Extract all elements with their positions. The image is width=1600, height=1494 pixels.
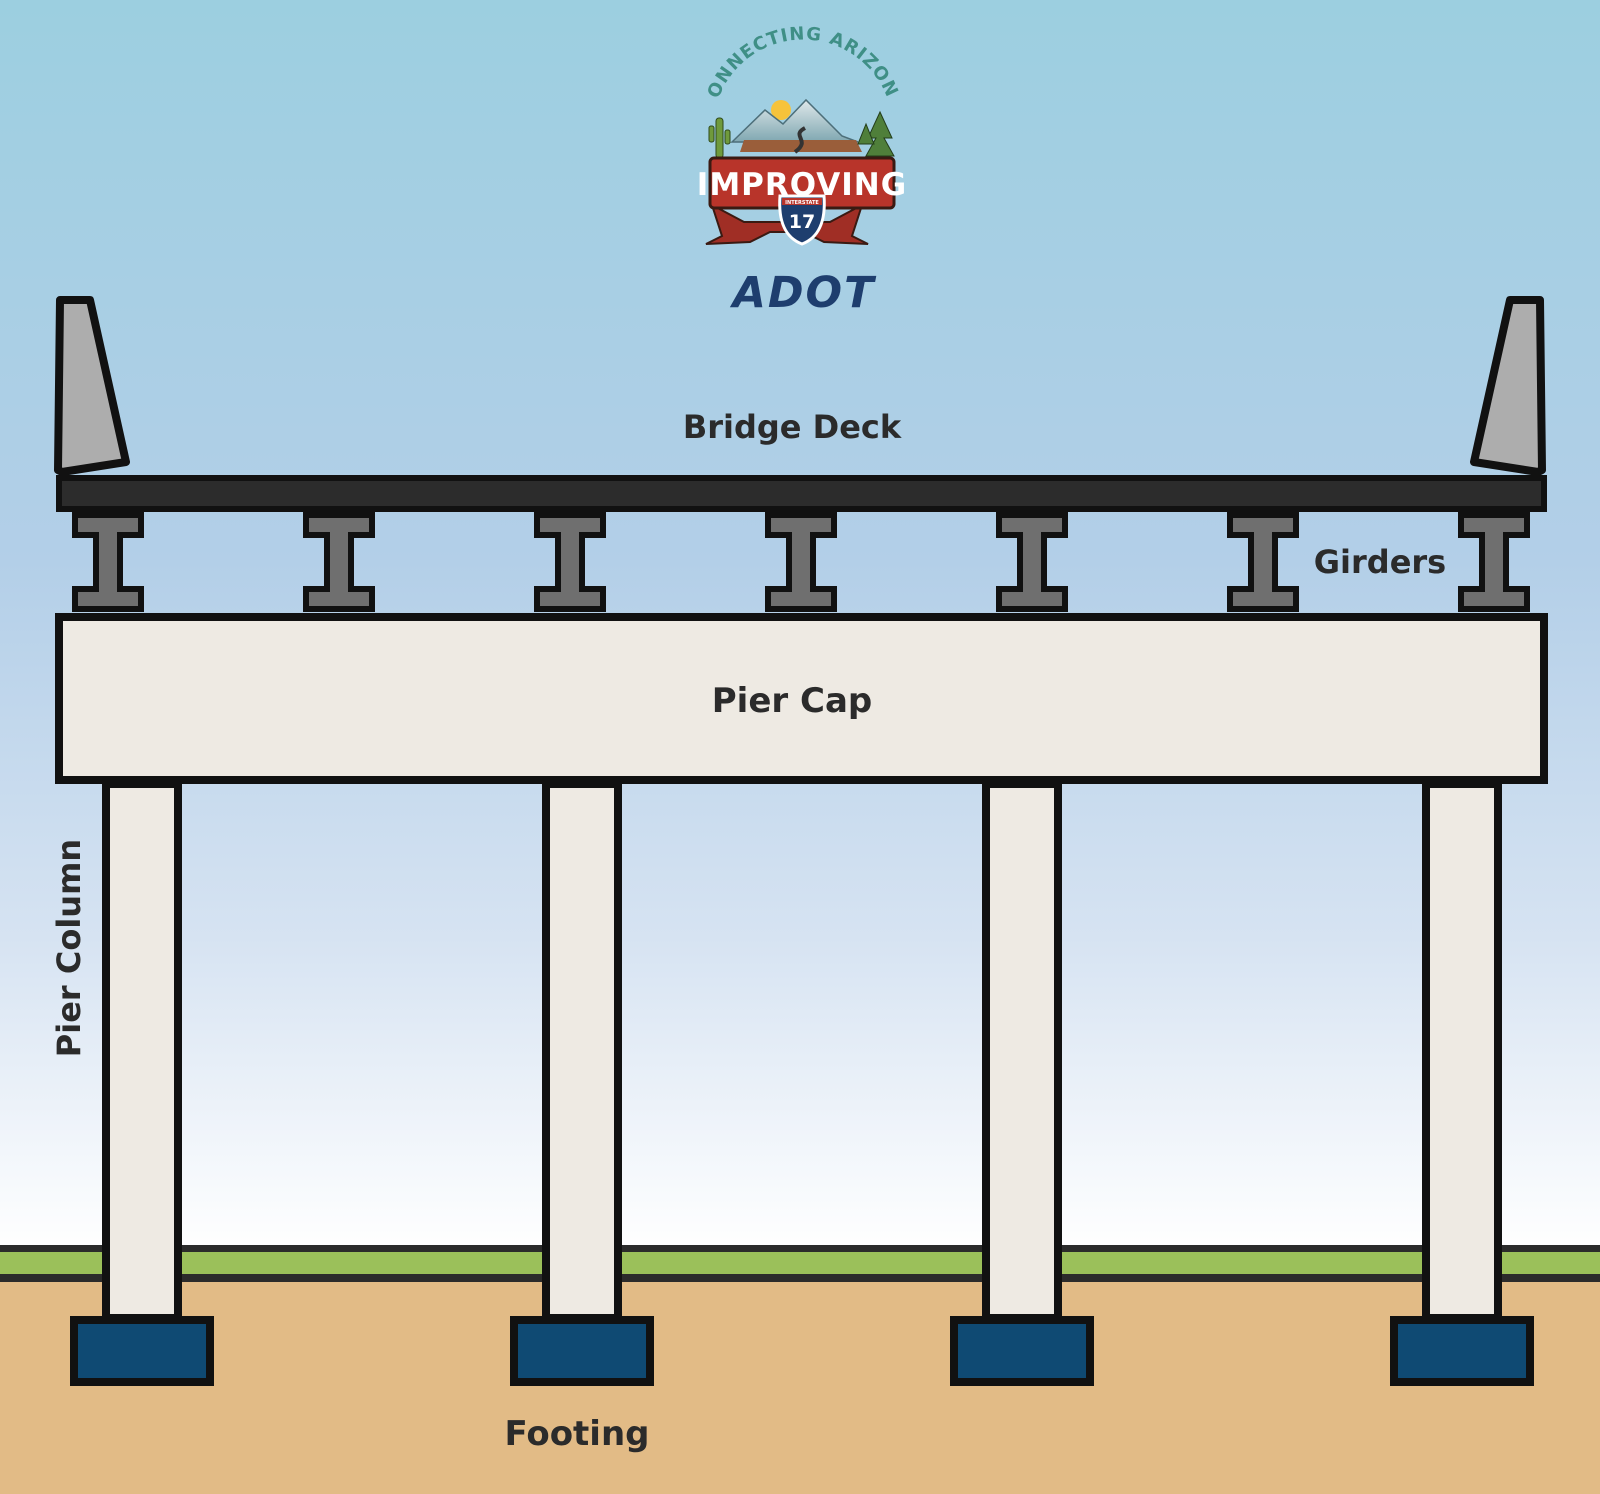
left-barrier (54, 296, 130, 476)
girder (1227, 512, 1299, 612)
pier-cap (55, 613, 1548, 784)
footing-label: Footing (504, 1414, 649, 1454)
pier-column-label: Pier Column (50, 839, 88, 1057)
girder (72, 512, 144, 612)
girders-label: Girders (1314, 543, 1446, 581)
bridge-deck-label: Bridge Deck (683, 408, 902, 446)
footing (510, 1316, 654, 1386)
pier-columns (70, 780, 1534, 1386)
interstate-shield-icon (778, 194, 826, 246)
girders (72, 512, 1530, 612)
pier-column (102, 780, 182, 1322)
mountain-icon (730, 98, 859, 143)
footing (950, 1316, 1094, 1386)
shield-label: INTERSTATE (785, 200, 819, 206)
girder (996, 512, 1068, 612)
pier-cap-label: Pier Cap (712, 681, 872, 721)
grass-strip (0, 1252, 1600, 1274)
right-barrier (1470, 296, 1546, 476)
soil (0, 1282, 1600, 1494)
pier-column (982, 780, 1062, 1322)
girder (765, 512, 837, 612)
adot-wordmark: ADOT (730, 268, 878, 318)
road-icon (793, 126, 807, 154)
pier-column (1422, 780, 1502, 1322)
girder (1458, 512, 1530, 612)
sun-icon (771, 100, 791, 120)
girder (303, 512, 375, 612)
girder (534, 512, 606, 612)
ground (0, 1245, 1600, 1494)
shield-number: 17 (789, 211, 815, 233)
bridge-deck (56, 475, 1547, 512)
pier-column (542, 780, 622, 1322)
cactus-icon (708, 117, 731, 159)
footing (70, 1316, 214, 1386)
pine-tree-icon (857, 110, 895, 157)
footing (1390, 1316, 1534, 1386)
